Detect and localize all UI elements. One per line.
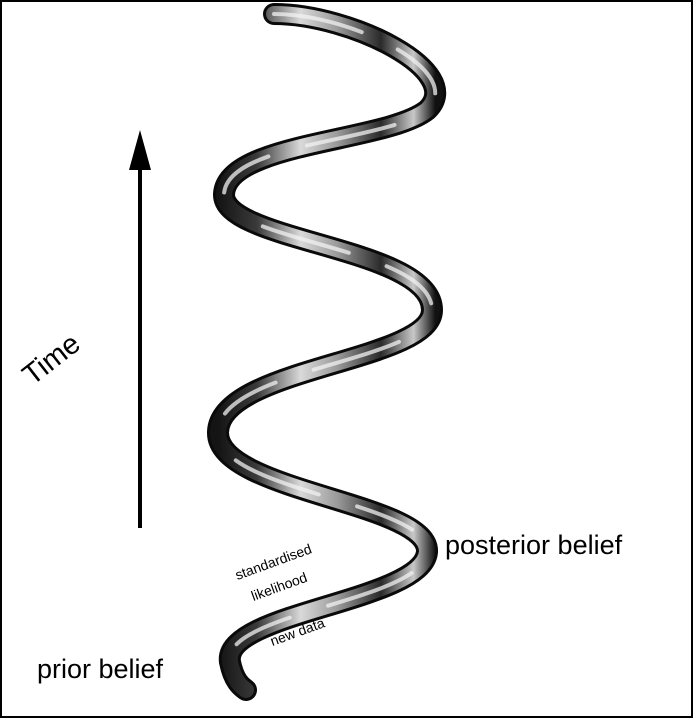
posterior-belief-label: posterior belief [445,530,623,560]
time-arrow-head [129,130,151,170]
prior-belief-label: prior belief [37,654,164,684]
spiral-ribbon-highlight [215,12,437,692]
